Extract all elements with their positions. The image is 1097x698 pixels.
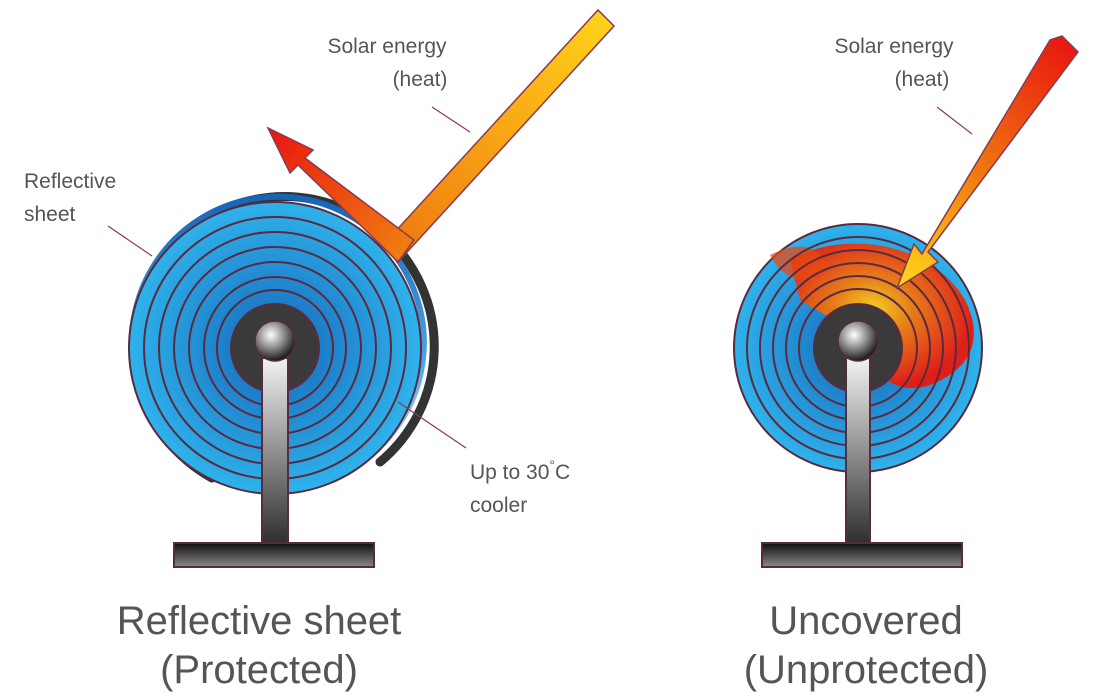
cooler-label-unit: C [555, 461, 570, 484]
left-stand [173, 320, 375, 568]
svg-text:Reflective: Reflective [24, 170, 116, 193]
left-caption-line2: (Protected) [160, 648, 358, 692]
right-solar-label-line2: (heat) [895, 68, 950, 91]
right-unprotected-figure: Solar energy (heat) Uncovered (Unprotect… [733, 35, 1079, 692]
reflective-label-line2: sheet [24, 203, 76, 226]
cooler-label-line2: cooler [470, 494, 527, 517]
reflective-leader-line [107, 225, 153, 257]
right-solar-label-line1: Solar energy [834, 35, 954, 58]
reflective-label-line1: Reflective [24, 170, 116, 193]
left-protected-figure: Solar energy (heat) Reflective sheet Up … [24, 8, 616, 692]
right-solar-arrow [895, 35, 1079, 290]
cooler-leader-line [397, 401, 467, 449]
svg-text:Reflective sheet: Reflective sheet [117, 599, 402, 643]
svg-text:(Unprotected): (Unprotected) [744, 648, 989, 692]
svg-text:(heat): (heat) [393, 68, 448, 91]
left-solar-label-line2: (heat) [393, 68, 448, 91]
right-solar-leader-line [936, 106, 973, 135]
right-caption-line2: (Unprotected) [744, 648, 989, 692]
cooler-label-value: Up to 30 [470, 461, 549, 484]
left-caption-line1: Reflective sheet [117, 599, 402, 643]
svg-text:(Protected): (Protected) [160, 648, 358, 692]
svg-text:Uncovered: Uncovered [769, 599, 962, 643]
svg-text:(heat): (heat) [895, 68, 950, 91]
svg-text:Solar energy: Solar energy [834, 35, 954, 58]
svg-text:Solar energy: Solar energy [327, 35, 447, 58]
cooler-label-degree: ° [549, 457, 555, 473]
right-caption-line1: Uncovered [769, 599, 962, 643]
svg-text:sheet: sheet [24, 203, 76, 226]
left-solar-arrow [266, 8, 616, 264]
left-solar-label-line1: Solar energy [327, 35, 447, 58]
left-solar-leader-line [431, 106, 471, 133]
right-stand [761, 320, 963, 568]
svg-text:cooler: cooler [470, 494, 527, 517]
svg-text:Up to 30°C: Up to 30°C [470, 457, 570, 484]
